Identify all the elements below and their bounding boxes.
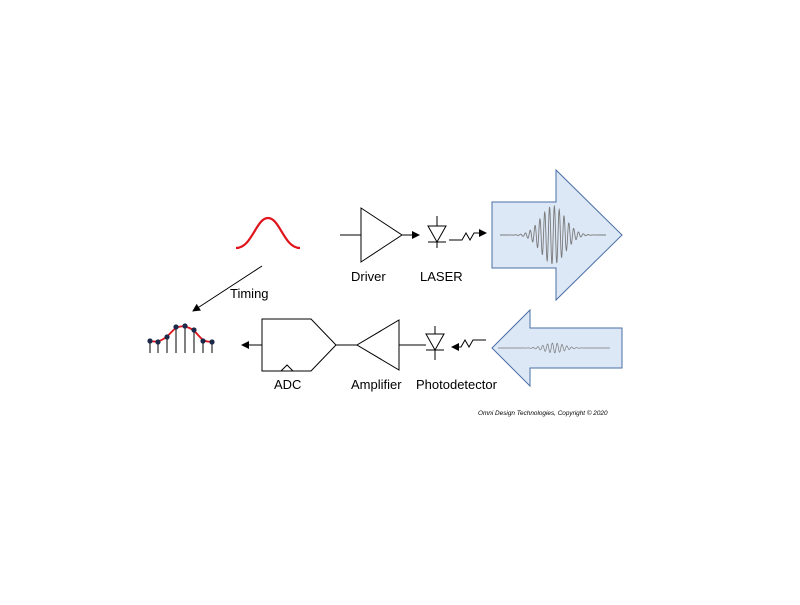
amplifier-label: Amplifier: [351, 377, 402, 392]
sample-point: [147, 338, 153, 344]
sample-point: [209, 339, 215, 345]
receive-beam-arrow: [491, 308, 623, 388]
sampled-signal-plot: [147, 323, 215, 353]
photodetector-label: Photodetector: [416, 377, 498, 392]
photodetector-diode-symbol: [425, 326, 445, 360]
received-pulse-waveform: [498, 342, 610, 354]
adc-block-symbol: [261, 318, 337, 372]
sample-point: [191, 327, 197, 333]
sample-point: [182, 323, 188, 329]
sample-point: [200, 338, 206, 344]
driver-amplifier-symbol: [360, 207, 403, 263]
amplifier-symbol: [356, 319, 400, 371]
sample-point: [164, 334, 170, 340]
driver-label: Driver: [351, 269, 386, 284]
copyright-notice: Omni Design Technologies, Copyright © 20…: [478, 409, 608, 417]
timing-label: Timing: [230, 286, 269, 301]
transmit-beam-arrow: [491, 168, 623, 302]
sample-point: [155, 339, 161, 345]
incoming-light-arrow: [451, 338, 486, 351]
laser-label: LASER: [420, 269, 463, 284]
adc-clock-notch: [280, 364, 294, 372]
laser-emission-arrow: [449, 229, 487, 242]
adc-label: ADC: [274, 377, 301, 392]
timing-arrow: [192, 265, 263, 312]
sample-point: [173, 324, 179, 330]
laser-diode-symbol: [427, 216, 447, 248]
transmit-pulse-waveform: [500, 204, 606, 265]
timing-pulse-waveform: [235, 216, 301, 250]
